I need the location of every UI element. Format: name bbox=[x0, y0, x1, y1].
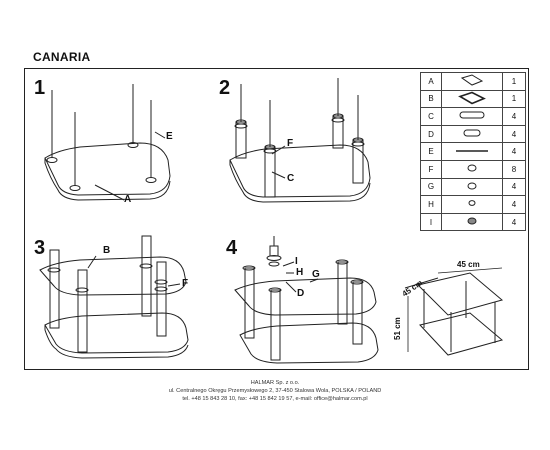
step-3-label-f: F bbox=[182, 278, 189, 289]
part-qty: 4 bbox=[502, 107, 526, 126]
step-1-label-a: A bbox=[124, 194, 132, 205]
page-title: CANARIA bbox=[33, 50, 91, 64]
part-qty: 4 bbox=[502, 195, 526, 214]
short-tube-icon bbox=[463, 129, 481, 137]
step-4-number: 4 bbox=[226, 237, 238, 259]
step-1-drawing bbox=[44, 84, 171, 201]
leg-tube-icon bbox=[459, 111, 485, 119]
lower-glass-shelf-icon bbox=[458, 91, 486, 105]
part-letter: H bbox=[420, 195, 442, 214]
step-2-label-c: C bbox=[287, 173, 295, 184]
part-qty: 4 bbox=[502, 142, 526, 161]
part-qty: 8 bbox=[502, 159, 526, 179]
part-letter: C bbox=[420, 107, 442, 126]
cap-nut-icon bbox=[467, 217, 477, 225]
part-qty: 1 bbox=[502, 89, 526, 109]
footer-company: HALMAR Sp. z o.o. bbox=[250, 380, 300, 386]
part-icon-cell bbox=[441, 72, 503, 91]
step-2-number: 2 bbox=[219, 77, 231, 99]
step-4-drawing bbox=[234, 236, 379, 364]
part-qty: 4 bbox=[502, 124, 526, 144]
step-2-drawing bbox=[229, 78, 371, 203]
top-glass-shelf-icon bbox=[460, 74, 484, 86]
step-1-label-e: E bbox=[166, 131, 173, 142]
lower-glass-shelf-icon bbox=[458, 91, 486, 105]
step-4-label-h: H bbox=[296, 267, 304, 278]
cap-nut-icon bbox=[467, 217, 477, 225]
rubber-washer-icon bbox=[467, 164, 477, 172]
step-2-label-f: F bbox=[287, 138, 294, 149]
part-letter: I bbox=[420, 212, 442, 232]
part-icon-cell bbox=[441, 159, 503, 179]
rubber-washer-icon bbox=[467, 164, 477, 172]
dimension-height: 51 cm bbox=[393, 317, 402, 340]
part-letter: A bbox=[420, 72, 442, 91]
part-icon-cell bbox=[441, 107, 503, 126]
footer-address: ul. Centralnego Okręgu Przemysłowego 2, … bbox=[168, 388, 382, 394]
part-icon-cell bbox=[441, 124, 503, 144]
part-qty: 4 bbox=[502, 212, 526, 232]
step-3-drawing bbox=[39, 235, 189, 359]
leg-tube-icon bbox=[459, 111, 485, 119]
small-washer-icon bbox=[468, 200, 476, 207]
part-icon-cell bbox=[441, 195, 503, 214]
footer-contact: tel. +48 15 843 28 10, fax: +48 15 842 1… bbox=[182, 396, 368, 402]
part-icon-cell bbox=[441, 89, 503, 109]
part-letter: B bbox=[420, 89, 442, 109]
step-4-label-g: G bbox=[312, 269, 320, 280]
part-qty: 4 bbox=[502, 177, 526, 197]
support-disc-icon bbox=[467, 182, 477, 190]
short-tube-icon bbox=[463, 129, 481, 137]
part-letter: G bbox=[420, 177, 442, 197]
part-letter: F bbox=[420, 159, 442, 179]
part-icon-cell bbox=[441, 142, 503, 161]
step-1-number: 1 bbox=[34, 77, 46, 99]
part-icon-cell bbox=[441, 177, 503, 197]
step-4-label-d: D bbox=[297, 288, 305, 299]
part-letter: E bbox=[420, 142, 442, 161]
step-4-label-i: I bbox=[295, 256, 298, 267]
part-icon-cell bbox=[441, 212, 503, 232]
top-glass-shelf-icon bbox=[460, 74, 484, 86]
instruction-frame bbox=[24, 68, 529, 370]
dimension-drawing bbox=[404, 267, 504, 356]
part-qty: 1 bbox=[502, 72, 526, 91]
step-3-label-b: B bbox=[103, 245, 111, 256]
threaded-rod-icon bbox=[456, 149, 488, 152]
small-washer-icon bbox=[468, 200, 476, 207]
dimension-width: 45 cm bbox=[457, 260, 480, 269]
part-letter: D bbox=[420, 124, 442, 144]
support-disc-icon bbox=[467, 182, 477, 190]
step-3-number: 3 bbox=[34, 237, 46, 259]
